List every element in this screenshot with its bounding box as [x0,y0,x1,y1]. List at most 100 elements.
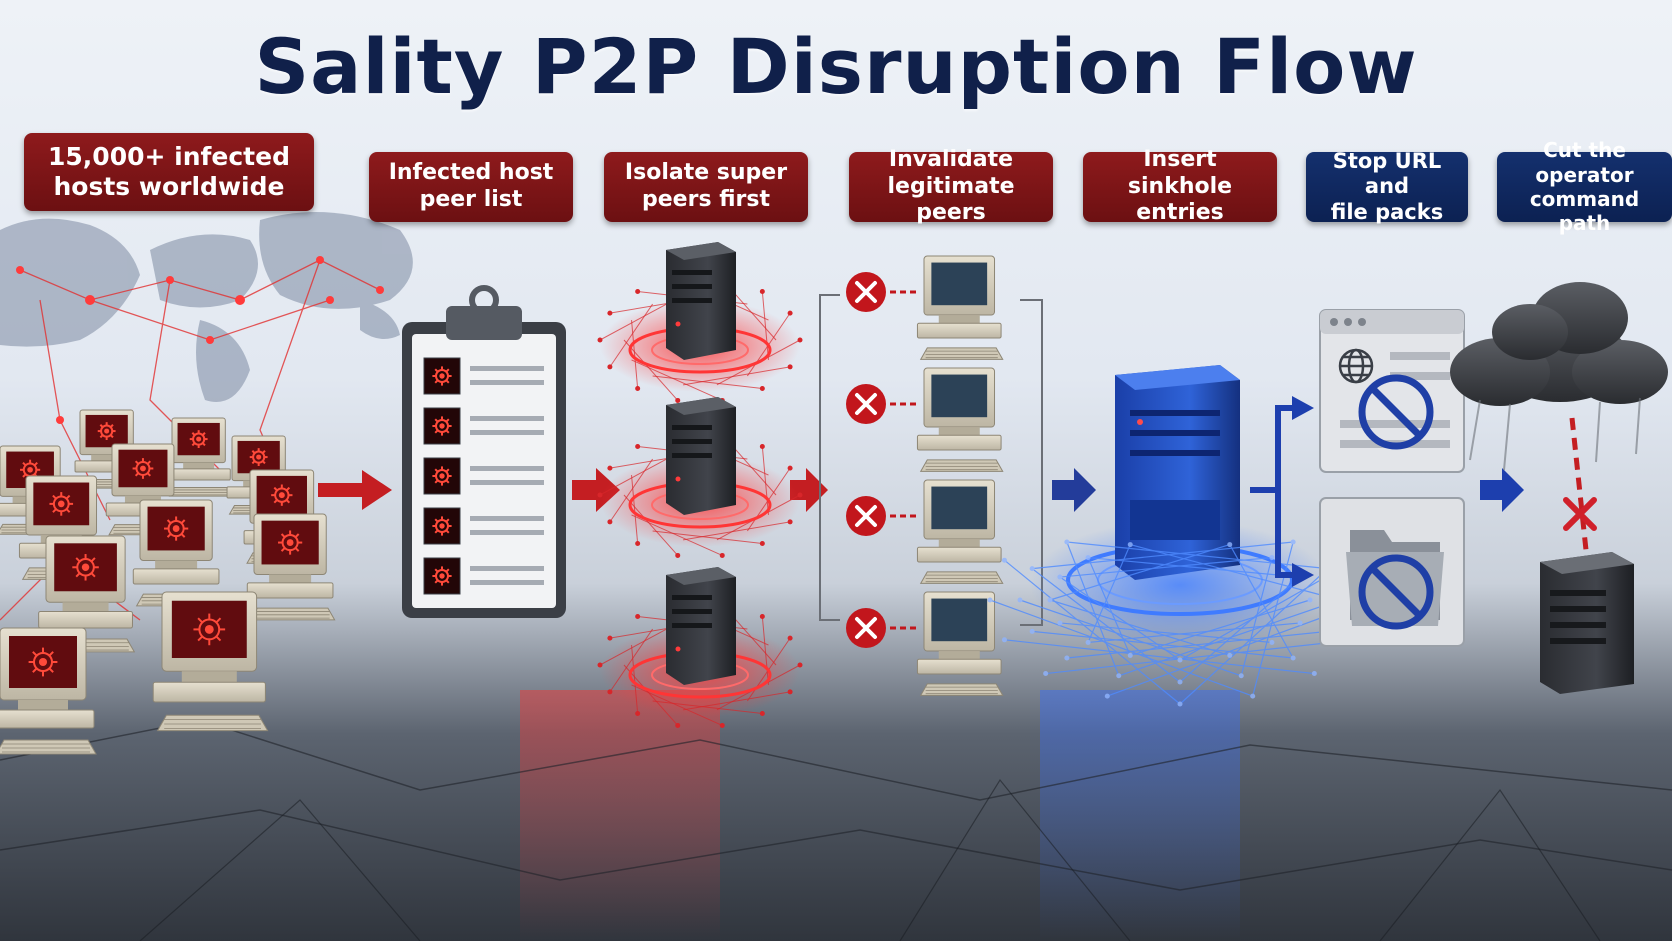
virus-icon [432,516,452,536]
virus-icon [28,647,58,677]
mesh-node [1177,657,1183,663]
infected-computer-icon [152,591,269,732]
split-arrow-icon [1250,405,1296,578]
mesh-node [1104,693,1110,699]
infected-computer-icon [246,513,336,621]
split-arrow-heads [1292,396,1314,587]
infected-computer-icon [166,417,233,497]
infected-computer-icon [74,409,141,489]
floor-reflections [0,690,1672,941]
mesh-link [1032,541,1294,570]
operator-server-icon [1540,552,1634,694]
step-label-5: Insert sinkhole entries [1083,147,1277,225]
mesh-node [987,597,993,603]
mesh-link [1130,543,1341,601]
legacy-computer-icon [916,591,1004,696]
mesh-node [1227,652,1233,658]
peer-list-row [423,407,544,445]
mesh-link [989,599,1253,697]
step-label-text: Isolate super peers first [624,160,788,212]
mesh-link [1229,544,1294,659]
mesh-node [1227,542,1233,548]
legitimate-peers [846,255,1004,696]
mesh-node [1307,597,1313,603]
mesh-link [1045,639,1356,675]
mesh-link [1032,630,1294,659]
mesh-node [1177,701,1183,707]
legacy-computer-icon [916,479,1004,584]
server-tower-icon [597,567,803,728]
sinkhole-mesh [987,539,1373,707]
storm-cloud-icon [1450,282,1668,471]
step-label-1: 15,000+ infected hosts worldwide [24,133,314,211]
mesh-node [1029,566,1035,572]
legacy-computer-icon [916,255,1004,360]
mesh-link [1004,559,1181,705]
mesh-link [1031,568,1181,683]
step-label-6: Stop URL and file packs [1306,149,1468,224]
mesh-node [1290,539,1296,545]
peer-bracket [819,294,1043,626]
mesh-node [1064,539,1070,545]
mesh-node [1001,637,1007,643]
mesh-node [1177,679,1183,685]
mesh-node [1064,655,1070,661]
peer-list-row [423,507,544,545]
legacy-computer-icon [916,367,1004,472]
mesh-node [1250,693,1256,699]
mesh-node [1297,620,1303,626]
infection-nodes [16,256,384,424]
page-title: Sality P2P Disruption Flow [254,22,1418,111]
red-x-icon [846,496,918,536]
arrow-icon [318,468,1524,512]
virus-icon [189,430,208,449]
virus-icon [132,458,154,479]
step-label-text: Insert sinkhole entries [1127,146,1233,226]
mesh-node [1029,628,1035,634]
globe-icon [1338,348,1374,384]
red-x-icon [846,272,918,312]
infected-computer-icon [132,499,222,607]
virus-icon [72,554,99,581]
mesh-link [1179,568,1329,705]
virus-icon [271,484,293,506]
mesh-link [1019,599,1242,677]
mesh-node [1116,673,1122,679]
mesh-node [1017,597,1023,603]
mesh-node [1085,639,1091,645]
mesh-node [1269,639,1275,645]
step-label-3: Isolate super peers first [604,152,808,222]
virus-icon [49,492,74,516]
mesh-node [1127,542,1133,548]
mesh-node [1085,555,1091,561]
red-x-icon [1563,497,1597,531]
virus-icon [97,422,116,441]
virus-icon [278,530,303,555]
virus-icon [193,613,226,646]
infected-computer-icon [38,535,136,653]
step-label-text: 15,000+ infected hosts worldwide [48,141,290,202]
mesh-link [1049,599,1230,657]
step-label-text: Cut the operator command path [1529,138,1640,236]
virus-icon [164,516,189,541]
mesh-link [1049,543,1230,601]
world-map-icon [0,212,413,402]
mesh-node [1290,655,1296,661]
step-label-4: Invalidate legitimate peers [849,147,1053,225]
prohibited-icon [1358,374,1434,450]
prohibited-icon [1358,554,1434,630]
mesh-node [1057,574,1063,580]
mesh-node [1047,597,1053,603]
virus-icon [432,466,452,486]
super-peer-servers [597,242,803,728]
step-label-2: Infected host peer list [369,152,573,222]
virus-icon [249,448,268,467]
mesh-link [1059,556,1272,578]
virus-icon [432,366,452,386]
peer-list-row [423,457,544,495]
infected-computer-icon [243,469,322,564]
step-label-text: Invalidate legitimate peers [887,146,1015,226]
step-label-7: Cut the operator command path [1497,138,1672,235]
